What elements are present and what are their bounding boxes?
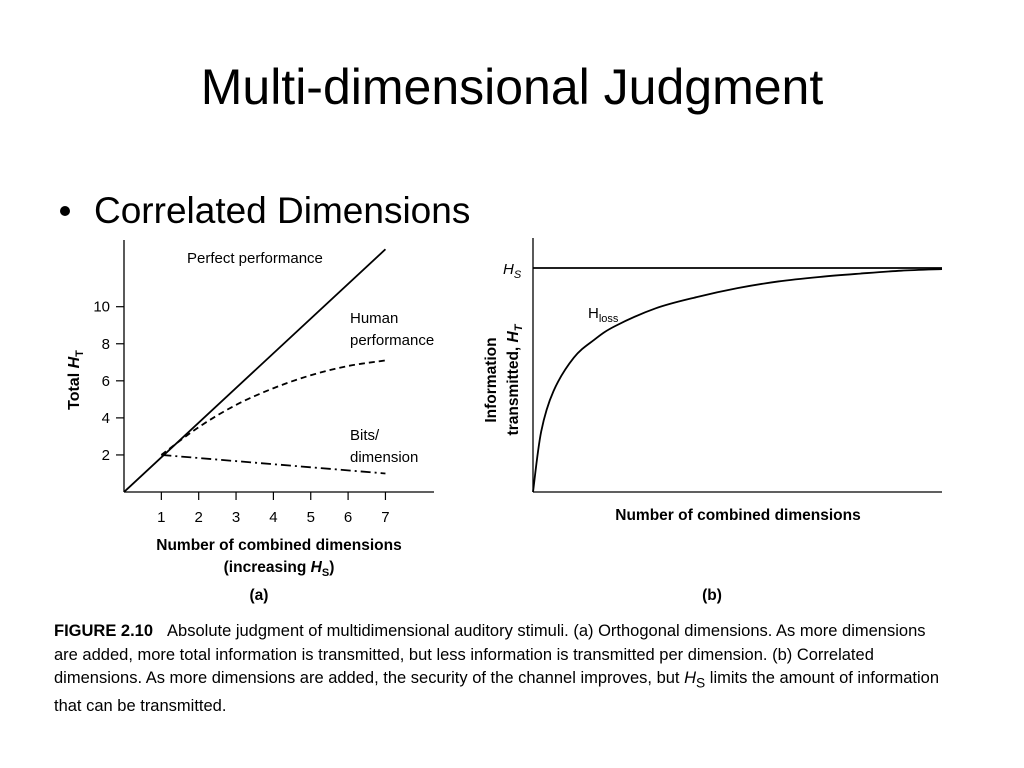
slide-title: Multi-dimensional Judgment (200, 59, 824, 115)
bullet-item: Correlated Dimensions (60, 192, 470, 229)
chart-a: 1 2 3 4 5 6 7 2 4 6 8 10 Perfect performance Human… (66, 240, 434, 604)
chart-b-ht-curve (532, 268, 943, 493)
chart-b-hs-label: HS (503, 261, 522, 281)
caption-label: FIGURE 2.10 (54, 622, 154, 640)
y-tick-label: 10 (93, 299, 110, 316)
caption-italic: H (684, 669, 697, 687)
chart-a-panel-label: (a) (250, 587, 269, 604)
chart-b-panel-label: (b) (702, 587, 722, 604)
y-tick-label: 2 (102, 447, 110, 464)
caption-text-a: Absolute judgment of multidimensional au… (54, 622, 926, 687)
x-tick-label: 3 (232, 509, 240, 526)
x-tick-label: 7 (381, 509, 389, 526)
caption-sub: S (696, 675, 706, 691)
chart-a-label-bits: Bits/dimension (350, 427, 418, 466)
x-tick-label: 1 (157, 509, 165, 526)
y-tick-label: 4 (102, 410, 110, 427)
x-tick-label: 6 (344, 509, 352, 526)
chart-b-y-axis-label: Information (483, 337, 500, 422)
chart-a-y-axis-label: Total HT (66, 350, 86, 410)
chart-a-series-1 (160, 359, 386, 456)
chart-a-label-perfect: Perfect performance (187, 250, 323, 267)
chart-b: HS Hloss Information transmitted, HT Num… (483, 238, 943, 604)
chart-b-y-axis-label-line2: transmitted, HT (505, 323, 525, 435)
x-tick-label: 2 (195, 509, 203, 526)
chart-a-x-axis-label-line2: (increasing HS) (224, 559, 335, 579)
chart-a-x-axis-label: Number of combined dimensions (156, 537, 401, 554)
bullet-dot-icon (60, 205, 70, 216)
chart-a-series-0 (123, 248, 387, 493)
x-tick-label: 4 (269, 509, 277, 526)
caption-text-b: limits the amount of information that ca… (54, 669, 940, 715)
y-tick-label: 8 (102, 336, 110, 353)
y-tick-label: 6 (102, 373, 110, 390)
x-tick-label: 5 (307, 509, 315, 526)
chart-a-series-2 (161, 454, 386, 475)
chart-b-x-axis-label: Number of combined dimensions (615, 507, 860, 524)
chart-b-loss-label: Hloss (588, 305, 619, 325)
bullet-text: Correlated Dimensions (94, 190, 471, 231)
